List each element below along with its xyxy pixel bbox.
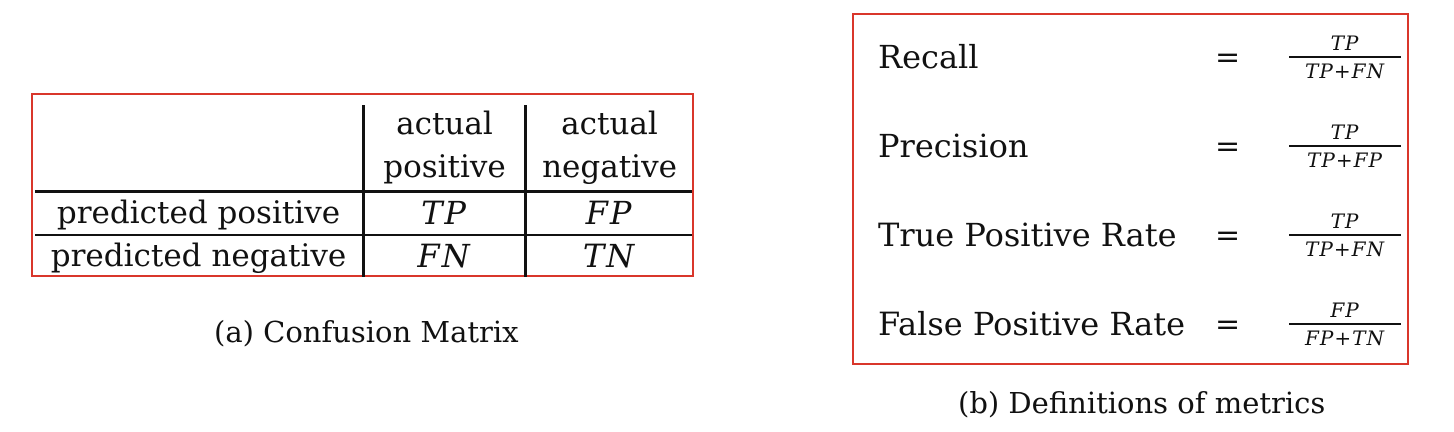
fraction: TP TP+FP xyxy=(1284,116,1406,176)
fraction-bar xyxy=(1289,323,1401,325)
row-label-predicted-negative: predicted negative xyxy=(50,237,347,274)
definition-row-recall: Recall = TP TP+FN xyxy=(854,27,1407,87)
confusion-matrix-table: actual positive actual negative predicte… xyxy=(31,93,694,277)
definition-name: Precision xyxy=(878,127,1029,165)
header-actual-negative-line2: negative xyxy=(542,149,677,185)
cell-tn: TN xyxy=(582,236,637,275)
cell-fp: FP xyxy=(585,194,634,232)
fraction-numerator: TP xyxy=(1330,209,1360,233)
header-actual-negative: actual negative xyxy=(527,103,692,189)
fraction-numerator: TP xyxy=(1330,31,1360,55)
equals-sign: = xyxy=(1215,217,1241,253)
equals-sign: = xyxy=(1215,306,1241,342)
caption-confusion-matrix: (a) Confusion Matrix xyxy=(214,315,519,349)
fraction-denominator: TP+FP xyxy=(1307,148,1383,172)
equals-sign: = xyxy=(1215,128,1241,164)
fraction: TP TP+FN xyxy=(1284,27,1406,87)
definition-name: True Positive Rate xyxy=(878,216,1177,254)
definition-row-true-positive-rate: True Positive Rate = TP TP+FN xyxy=(854,205,1407,265)
fraction-bar xyxy=(1289,145,1401,147)
cell-tp: TP xyxy=(421,194,468,232)
equals-sign: = xyxy=(1215,39,1241,75)
fraction: FP FP+TN xyxy=(1284,294,1406,354)
definition-row-false-positive-rate: False Positive Rate = FP FP+TN xyxy=(854,294,1407,354)
header-actual-positive-line1: actual xyxy=(396,106,493,142)
fraction-denominator: TP+FN xyxy=(1305,237,1385,261)
fraction-denominator: FP+TN xyxy=(1305,326,1385,350)
fraction: TP TP+FN xyxy=(1284,205,1406,265)
row-rule xyxy=(35,234,692,236)
metric-definitions-box: Recall = TP TP+FN Precision = TP TP+FP T… xyxy=(852,13,1409,365)
definition-name: Recall xyxy=(878,38,979,76)
header-rule xyxy=(35,190,692,193)
fraction-bar xyxy=(1289,56,1401,58)
header-actual-negative-line1: actual xyxy=(561,106,658,142)
header-actual-positive: actual positive xyxy=(365,103,524,189)
fraction-bar xyxy=(1289,234,1401,236)
definition-name: False Positive Rate xyxy=(878,305,1186,343)
caption-metric-definitions: (b) Definitions of metrics xyxy=(958,386,1326,420)
header-actual-positive-line2: positive xyxy=(383,149,506,185)
fraction-numerator: TP xyxy=(1330,120,1360,144)
definition-row-precision: Precision = TP TP+FP xyxy=(854,116,1407,176)
row-label-predicted-positive: predicted positive xyxy=(56,195,341,231)
cell-fn: FN xyxy=(417,236,472,275)
fraction-numerator: FP xyxy=(1330,298,1360,322)
fraction-denominator: TP+FN xyxy=(1305,59,1385,83)
